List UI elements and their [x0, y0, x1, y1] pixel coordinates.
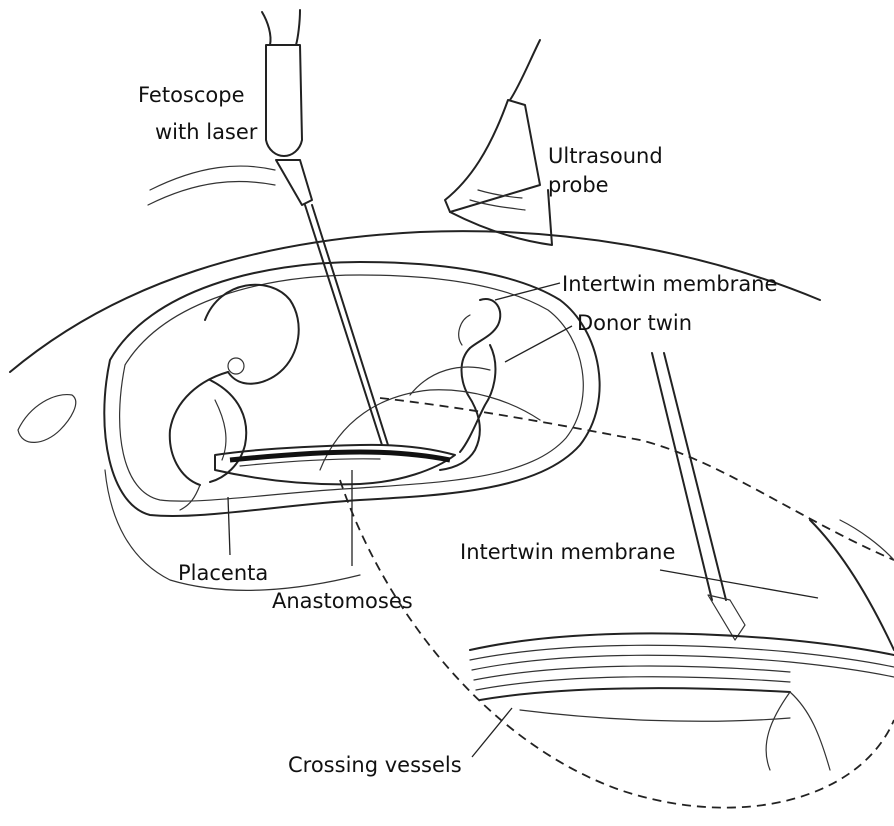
label-intertwin-membrane-detail: Intertwin membrane [460, 540, 675, 564]
label-placenta: Placenta [178, 561, 268, 585]
detail-laser-fiber [652, 353, 745, 640]
label-fetoscope-line2: with laser [155, 120, 258, 144]
label-ultrasound-line1: Ultrasound [548, 144, 663, 168]
label-anastomoses: Anastomoses [272, 589, 413, 613]
leader-donor-twin [505, 326, 572, 362]
leader-placenta [228, 497, 230, 555]
label-donor-twin: Donor twin [577, 311, 692, 335]
label-fetoscope-line1: Fetoscope [138, 83, 245, 107]
maternal-abdomen [10, 231, 820, 372]
detail-intertwin-membrane [810, 520, 894, 650]
leader-crossing-vessels [472, 708, 512, 757]
leader-intertwin-membrane-detail [660, 570, 818, 598]
detail-callout-top [380, 398, 894, 560]
uterus-inner-wall [120, 275, 584, 501]
ultrasound-probe [445, 40, 552, 245]
detail-crossing-vessels [470, 633, 894, 700]
detail-placenta-surface [520, 710, 790, 721]
label-intertwin-membrane-top: Intertwin membrane [562, 272, 777, 296]
bladder [18, 395, 76, 443]
label-crossing-vessels: Crossing vessels [288, 753, 462, 777]
donor-twin [440, 299, 500, 470]
label-ultrasound-line2: probe [548, 173, 609, 197]
recipient-twin [170, 285, 299, 510]
